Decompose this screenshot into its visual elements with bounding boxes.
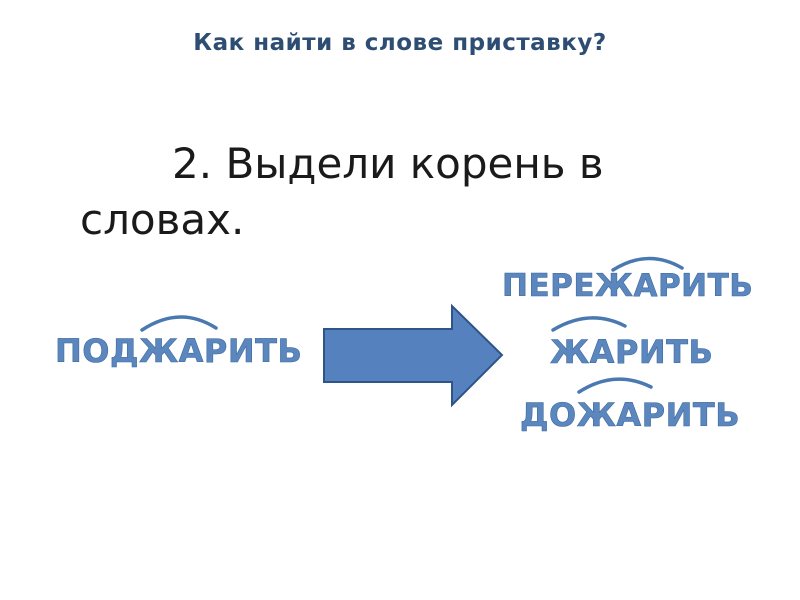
slide-title: Как найти в слове приставку? bbox=[193, 30, 607, 56]
task-text: 2. Выдели корень в словах. bbox=[80, 136, 720, 248]
root-arc-source bbox=[140, 315, 218, 332]
source-word: ПОДЖАРИТЬ bbox=[55, 332, 303, 371]
target-word-3: ДОЖАРИТЬ bbox=[520, 396, 741, 435]
root-arc-3 bbox=[577, 377, 653, 394]
task-number: 2. bbox=[172, 139, 213, 188]
target-word-2: ЖАРИТЬ bbox=[550, 333, 714, 372]
right-arrow-icon bbox=[323, 303, 504, 408]
target-word-1: ПЕРЕЖАРИТЬ bbox=[502, 268, 754, 305]
root-arc-2 bbox=[551, 316, 627, 332]
task-instruction: Выдели корень в словах. bbox=[80, 139, 604, 244]
